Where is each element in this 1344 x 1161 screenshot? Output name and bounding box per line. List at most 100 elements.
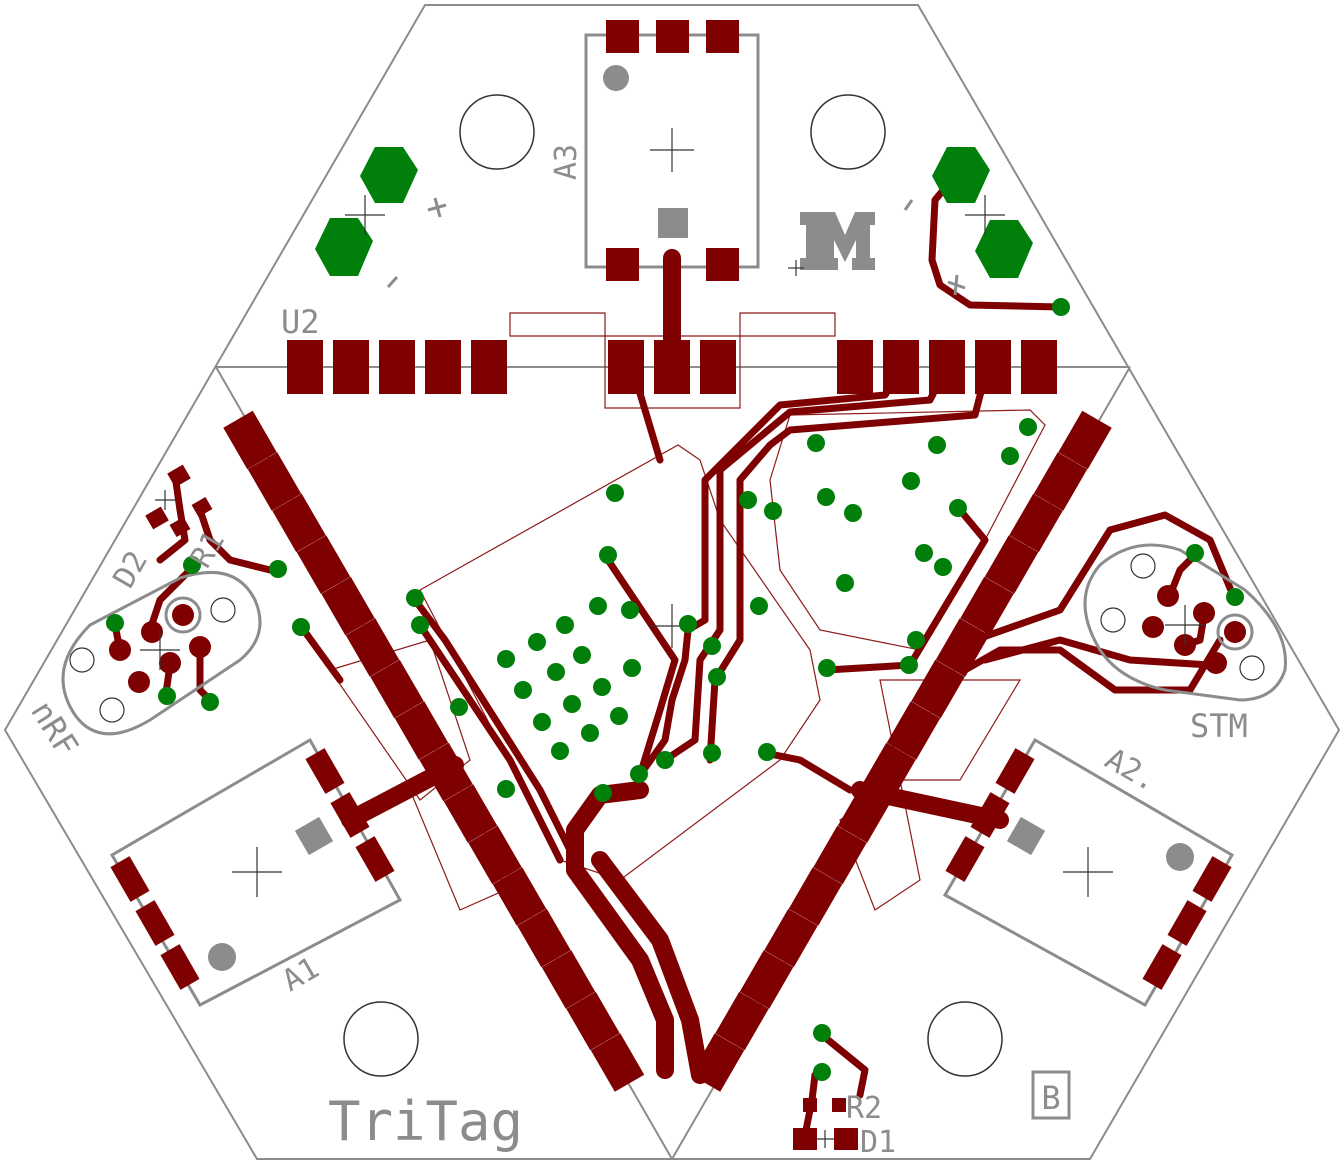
pad (590, 1033, 645, 1092)
pad (321, 576, 375, 636)
pad (984, 535, 1039, 594)
via-dot (606, 484, 624, 502)
r2-d1-components (793, 1098, 858, 1150)
via-dot (594, 784, 612, 802)
pad (764, 908, 818, 968)
via-dot (528, 633, 546, 651)
via-dot (623, 659, 641, 677)
antenna-a2 (942, 737, 1235, 1008)
via-dot (758, 743, 776, 761)
via-dot (679, 615, 697, 633)
via-dot (563, 695, 581, 713)
via-dot (551, 742, 569, 760)
block-m-logo (788, 212, 875, 276)
via-dot (547, 663, 565, 681)
b-mark: B (1031, 1070, 1071, 1120)
b-mark-label: B (1041, 1079, 1060, 1117)
via-dot (1001, 447, 1019, 465)
mounting-holes (343, 94, 1003, 1077)
u2-top-pads (287, 340, 1057, 394)
via-dot (703, 637, 721, 655)
pad (419, 742, 473, 802)
pad (715, 991, 769, 1051)
pad (272, 493, 326, 553)
via-dot (581, 724, 599, 742)
left-diagonal-pads (223, 410, 645, 1092)
via-dot (836, 574, 854, 592)
pad (345, 618, 400, 677)
right-diagonal-pads (690, 410, 1112, 1092)
mounting-hole-circle (343, 1001, 419, 1077)
via-dot (556, 616, 574, 634)
via-dot (1052, 298, 1070, 316)
via-dot (928, 436, 946, 454)
nrf-connector (61, 570, 262, 736)
via-dot (589, 597, 607, 615)
pad (837, 784, 892, 843)
board-outline (3, 4, 1341, 1160)
d2-r1-components (145, 464, 213, 538)
pad (1058, 410, 1112, 470)
antenna-a3 (584, 20, 760, 281)
via-dot (599, 546, 617, 564)
via-dot (708, 668, 726, 686)
via-dot (934, 558, 952, 576)
pad (739, 950, 794, 1009)
pad (1033, 452, 1088, 511)
pad (788, 867, 843, 926)
d2-marker (155, 490, 175, 510)
via-dot (183, 556, 201, 574)
pad (223, 410, 277, 470)
pad (690, 1033, 745, 1092)
via-dot (269, 560, 287, 578)
via-dot (902, 472, 920, 490)
via-dot (514, 681, 532, 699)
d1-label: D1 (860, 1125, 896, 1160)
d1-marker (816, 1130, 834, 1148)
polarity-marks (386, 197, 966, 296)
pad (886, 701, 941, 760)
r2-label: R2 (846, 1091, 882, 1126)
via-dot (106, 614, 124, 632)
via-dot (1019, 418, 1037, 436)
pad (468, 825, 522, 885)
via-dot (610, 707, 628, 725)
pad (517, 908, 571, 968)
via-dot (292, 618, 310, 636)
via-dot (1226, 588, 1244, 606)
via-dot (817, 488, 835, 506)
via-dot (573, 646, 591, 664)
via-dot (750, 597, 768, 615)
via-dot (593, 678, 611, 696)
via-dot (703, 744, 721, 762)
pad (1009, 493, 1063, 553)
via-dot (411, 616, 429, 634)
pad (247, 452, 302, 511)
via-dot (630, 765, 648, 783)
pad (911, 659, 965, 719)
via-dot (497, 650, 515, 668)
via-dot (406, 589, 424, 607)
via-dot (844, 504, 862, 522)
u2-label: U2 (281, 303, 320, 341)
via-dot (907, 631, 925, 649)
via-dot (764, 502, 782, 520)
stm-connector (1083, 543, 1287, 702)
stm-label: STM (1190, 707, 1248, 745)
a3-label: A3 (549, 144, 584, 180)
via-dot (807, 434, 825, 452)
pad (862, 742, 916, 802)
via-dot (533, 713, 551, 731)
via-dot (656, 751, 674, 769)
via-dot (813, 1024, 831, 1042)
via-dot (900, 656, 918, 674)
pad (566, 991, 620, 1051)
pad (394, 701, 449, 760)
board-name-label: TriTag (328, 1090, 523, 1153)
via-dot (621, 601, 639, 619)
mounting-hole-circle (810, 94, 886, 170)
via-dot (497, 780, 515, 798)
pad (492, 867, 547, 926)
pad (960, 576, 1014, 636)
via-dot (915, 544, 933, 562)
